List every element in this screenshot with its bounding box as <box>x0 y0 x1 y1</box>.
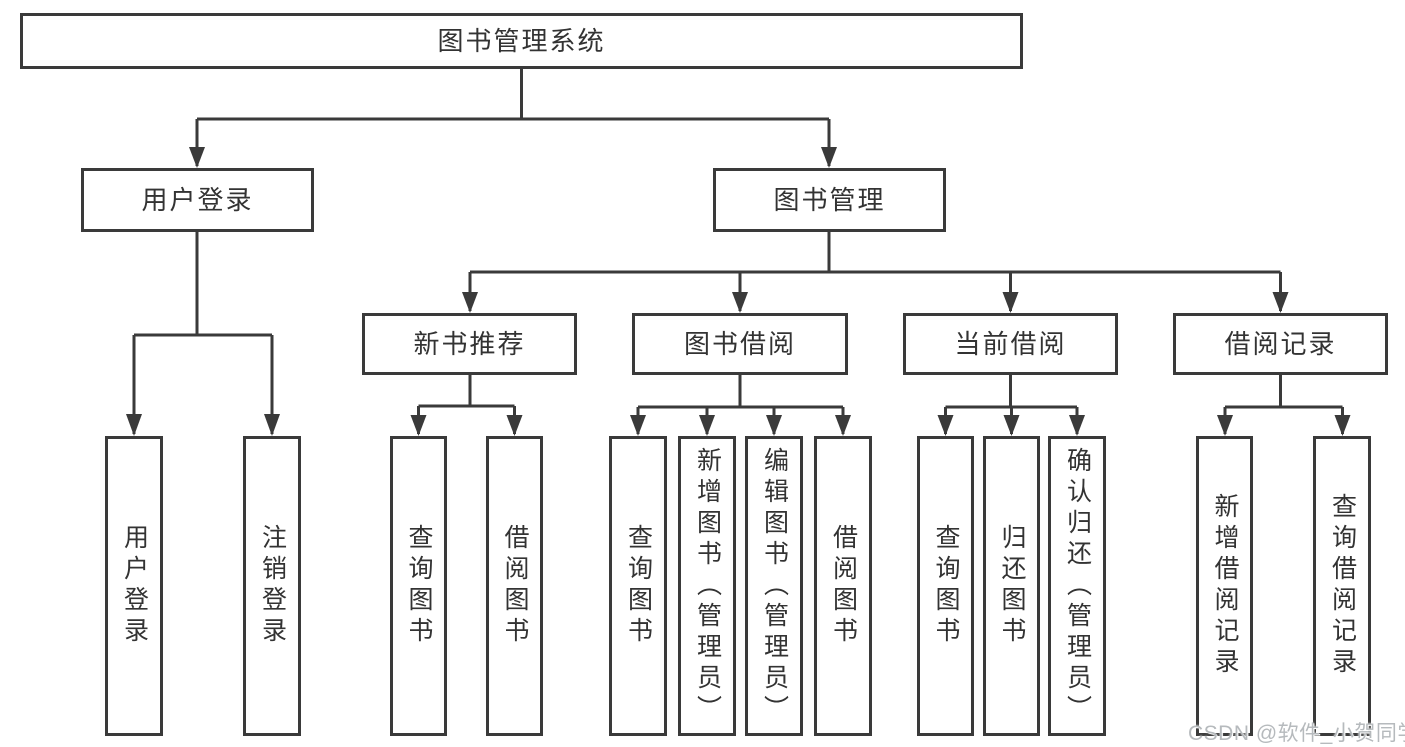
node-leaf-borrow-books: 借阅图书 <box>814 436 872 736</box>
node-book-borrow-label: 图书借阅 <box>683 329 796 359</box>
node-leaf-recommend-borrow-books: 借阅图书 <box>486 436 543 736</box>
node-leaf-query-borrow-record: 查询借阅记录 <box>1313 436 1371 736</box>
node-user-login: 用户登录 <box>81 168 314 232</box>
node-leaf-confirm-return-admin-label: 确认归还（管理员） <box>1063 446 1092 726</box>
node-leaf-user-login-label: 用户登录 <box>120 524 149 648</box>
node-leaf-add-books-admin: 新增图书（管理员） <box>678 436 736 736</box>
node-leaf-logout-label: 注销登录 <box>258 524 287 648</box>
node-root-label: 图书管理系统 <box>437 26 606 56</box>
node-borrow-records: 借阅记录 <box>1173 313 1388 375</box>
node-book-borrow: 图书借阅 <box>632 313 848 375</box>
node-leaf-recommend-query-books: 查询图书 <box>390 436 447 736</box>
node-new-book-recommend: 新书推荐 <box>362 313 577 375</box>
node-leaf-edit-books-admin-label: 编辑图书（管理员） <box>760 446 789 726</box>
node-leaf-logout: 注销登录 <box>243 436 301 736</box>
node-leaf-borrow-books-label: 借阅图书 <box>829 524 858 648</box>
node-leaf-recommend-borrow-books-label: 借阅图书 <box>501 524 529 648</box>
node-root: 图书管理系统 <box>20 13 1023 69</box>
node-borrow-records-label: 借阅记录 <box>1224 329 1337 359</box>
node-leaf-borrow-query-books: 查询图书 <box>609 436 667 736</box>
node-leaf-recommend-query-books-label: 查询图书 <box>405 524 433 648</box>
node-leaf-add-books-admin-label: 新增图书（管理员） <box>693 446 722 726</box>
node-new-book-recommend-label: 新书推荐 <box>413 329 526 359</box>
node-leaf-current-query-books-label: 查询图书 <box>932 524 960 648</box>
node-leaf-user-login: 用户登录 <box>105 436 163 736</box>
connector-lines <box>132 69 1344 434</box>
node-leaf-query-borrow-record-label: 查询借阅记录 <box>1328 493 1357 679</box>
node-book-management: 图书管理 <box>713 168 946 232</box>
csdn-watermark: CSDN @软件_小贺同学 <box>1188 722 1405 745</box>
node-leaf-add-borrow-record-label: 新增借阅记录 <box>1211 493 1239 679</box>
node-current-borrow: 当前借阅 <box>903 313 1118 375</box>
node-leaf-edit-books-admin: 编辑图书（管理员） <box>745 436 803 736</box>
node-book-management-label: 图书管理 <box>773 185 886 215</box>
node-current-borrow-label: 当前借阅 <box>954 329 1067 359</box>
node-leaf-add-borrow-record: 新增借阅记录 <box>1196 436 1253 736</box>
node-leaf-borrow-query-books-label: 查询图书 <box>624 524 653 648</box>
arrowheads <box>126 147 1351 436</box>
node-leaf-return-books-label: 归还图书 <box>998 524 1026 648</box>
node-leaf-confirm-return-admin: 确认归还（管理员） <box>1048 436 1106 736</box>
node-user-login-label: 用户登录 <box>141 185 254 215</box>
node-leaf-return-books: 归还图书 <box>983 436 1040 736</box>
node-leaf-current-query-books: 查询图书 <box>917 436 974 736</box>
